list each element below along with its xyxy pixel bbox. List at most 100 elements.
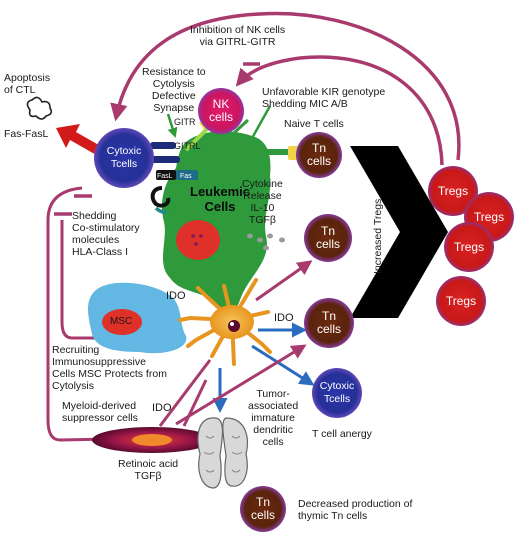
mdsc-to-ctl-loop — [46, 186, 159, 442]
label-fasl-small: FasL — [157, 173, 173, 180]
label-leukemic: Leukemic Cells — [190, 184, 250, 214]
treg-3-label: Tregs — [453, 239, 485, 254]
label-leukemic-2: Cells — [204, 199, 236, 214]
label-shedding-4: HLA-Class I — [72, 246, 129, 258]
label-myeloid: Myeloid-derived suppressor cells — [62, 400, 138, 424]
label-naive-t: Naive T cells — [284, 118, 344, 130]
ctl-line2: Tcells — [110, 158, 138, 170]
label-cytokine-3: IL-10 — [250, 202, 275, 214]
label-ido-right: IDO — [274, 312, 294, 324]
label-decreased-2: thymic Tn cells — [298, 510, 368, 522]
label-myeloid-1: Myeloid-derived — [62, 400, 137, 412]
dc-to-anergy — [251, 344, 315, 386]
cytotoxic-tcell: Cytoxic Tcells — [94, 128, 154, 188]
label-retinoic: Retinoic acid TGFβ — [118, 458, 178, 482]
fasl-fas-bar — [156, 170, 176, 180]
label-fas-small: Fas — [180, 173, 192, 180]
resistance-arrow — [166, 113, 178, 138]
thymus-organ — [197, 417, 248, 489]
ctl-receptor-bar-2 — [150, 156, 180, 163]
label-unfavorable-2: Shedding MIC A/B — [262, 98, 348, 110]
ctl-receptor-bar — [150, 142, 176, 149]
msc-nucleus — [102, 309, 142, 335]
label-cytokine-1: Cytokine — [242, 178, 283, 190]
label-recruiting-2: Immunosuppressive — [52, 356, 146, 368]
costim-shed-hook — [154, 203, 179, 219]
mdsc-link-2 — [182, 379, 208, 427]
tn-upper-line1: Tn — [320, 224, 335, 238]
label-leukemic-1: Leukemic — [190, 184, 250, 199]
label-apoptosis-1: Apoptosis — [4, 72, 51, 84]
label-ido-bottom: IDO — [152, 402, 172, 414]
label-gitr: GITR — [174, 117, 196, 127]
tn-cell-upper: Tn cells — [304, 214, 352, 262]
cytokine-dot — [263, 245, 269, 251]
ctl-anergy-line2: Tcells — [323, 393, 351, 405]
treg-4-label: Tregs — [445, 293, 477, 308]
label-resistance-4: Synapse — [153, 102, 195, 114]
label-recruiting-4: Cytolysis — [52, 380, 95, 392]
label-retinoic-1: Retinoic acid — [118, 458, 179, 470]
nucleus-dot — [191, 234, 195, 238]
fas-bar — [176, 170, 198, 180]
label-recruiting-3: Cells MSC Protects from — [52, 368, 167, 380]
label-tumor-assoc-5: cells — [262, 436, 284, 448]
label-tumor-assoc-4: dendritic — [253, 424, 293, 436]
label-t-anergy: T cell anergy — [312, 428, 372, 440]
tn-thymic-line1: Tn — [255, 495, 270, 509]
label-increased-tregs: Increased Tregs — [372, 198, 384, 274]
cytokine-dot — [279, 237, 285, 243]
label-cytokine-2: Release — [243, 190, 282, 202]
nk-inhibit-line — [220, 118, 250, 146]
label-unfavorable-1: Unfavorable KIR genotype — [262, 86, 386, 98]
label-tumor-assoc-3: immature — [251, 412, 295, 424]
tregs-to-nk-arc — [235, 55, 444, 166]
label-shedding-1: Shedding — [72, 210, 117, 222]
cytokine-dot — [267, 233, 273, 239]
label-resistance-1: Resistance to — [142, 66, 206, 78]
dc-to-mdsc-link — [158, 359, 212, 427]
label-recruiting-1: Recruiting — [52, 344, 100, 356]
apoptotic-cell-icon — [26, 96, 53, 120]
ctl-anergy-line1: Cytoxic — [319, 380, 355, 392]
tregs-to-ctl-arc — [110, 11, 461, 161]
nk-cell-line2: cells — [208, 110, 233, 124]
label-resistance: Resistance to Cytolysis Defective Synaps… — [142, 66, 206, 114]
nk-cell-line1: NK — [212, 97, 230, 111]
kir-line — [240, 105, 272, 157]
tn-mid-line1: Tn — [321, 309, 336, 323]
tn-naive-line2: cells — [306, 154, 331, 168]
label-apoptosis: Apoptosis of CTL — [4, 72, 50, 96]
label-unfavorable: Unfavorable KIR genotype Shedding MIC A/… — [262, 86, 385, 110]
label-resistance-2: Cytolysis — [152, 78, 195, 90]
label-gitrl: GITRL — [174, 141, 201, 151]
label-decreased: Decreased production of thymic Tn cells — [298, 498, 412, 522]
tn-upper-line2: cells — [315, 237, 340, 251]
dendritic-cell — [178, 278, 272, 366]
label-shedding-3: molecules — [72, 234, 120, 246]
fas-fasl-arrow — [56, 124, 104, 156]
label-tumor-assoc-1: Tumor- — [256, 388, 290, 400]
label-fas-fasl: Fas-FasL — [4, 128, 49, 140]
nucleus-dot — [194, 242, 198, 246]
msc-to-ctl-line — [60, 220, 120, 340]
mdsc-to-tn — [175, 344, 307, 426]
label-inhibition-nk-1: Inhibition of NK cells — [190, 24, 286, 36]
cytokine-dot — [257, 237, 263, 243]
treg-2-label: Tregs — [473, 209, 505, 224]
cytokine-dot — [247, 233, 253, 239]
tn-cell-naive: Tn cells — [296, 132, 342, 178]
label-resistance-3: Defective — [151, 90, 196, 102]
leukemic-nucleus — [176, 220, 220, 260]
gitr-line — [184, 126, 210, 152]
tregs-chevron — [350, 146, 448, 318]
nk-cell: NK cells — [198, 88, 244, 134]
tn-cell-middle: Tn cells — [304, 298, 354, 348]
treg-cell-4: Tregs — [436, 276, 486, 326]
dc-to-tn-upper — [255, 260, 313, 302]
label-inhibition-nk: Inhibition of NK cells via GITRL-GITR — [190, 24, 285, 48]
mdsc-nucleus — [132, 434, 172, 446]
label-apoptosis-2: of CTL — [4, 84, 36, 96]
label-myeloid-2: suppressor cells — [62, 412, 138, 424]
